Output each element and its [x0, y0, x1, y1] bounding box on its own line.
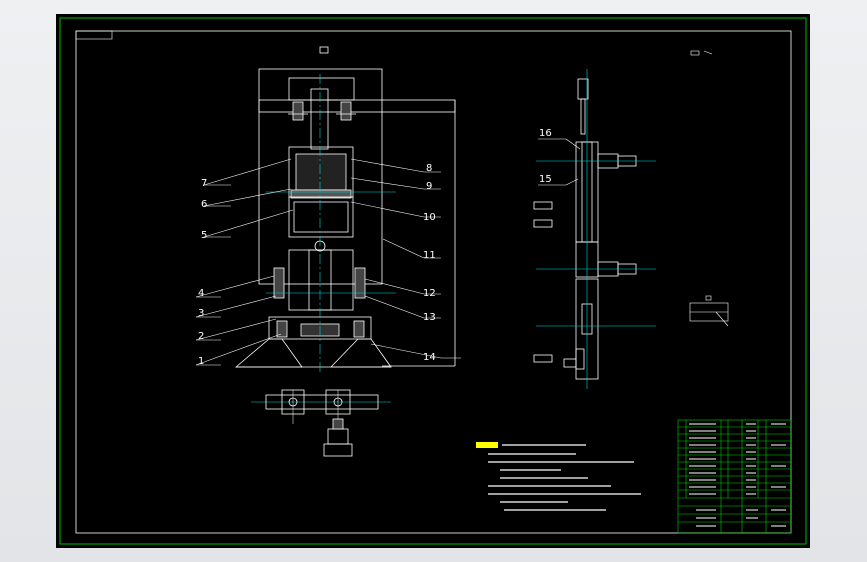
upper-right-bolt — [340, 101, 352, 121]
side-view — [533, 78, 637, 380]
view-marker-top — [319, 46, 329, 54]
part-label-4: 4 — [198, 288, 204, 299]
front-leaders — [195, 158, 461, 366]
central-rod — [310, 88, 329, 150]
part-label-9: 9 — [426, 181, 432, 192]
main-block — [288, 196, 354, 238]
drawing-svg: 7 6 5 4 3 2 1 8 9 10 11 12 13 14 15 16 — [59, 17, 807, 545]
fixture-top-plate — [258, 99, 456, 113]
detail-view — [689, 295, 729, 327]
fixture-outer-frame — [258, 68, 383, 285]
technical-notes — [476, 442, 641, 511]
side-centerlines — [536, 69, 656, 389]
lower-right-bolt — [354, 267, 366, 299]
part-label-11: 11 — [423, 250, 436, 261]
title-block-text-marks — [689, 423, 786, 527]
part-label-15: 15 — [539, 174, 552, 185]
outer-frame — [59, 17, 807, 545]
part-label-1: 1 — [198, 356, 204, 367]
part-label-3: 3 — [198, 308, 204, 319]
part-label-16: 16 — [539, 128, 552, 139]
part-label-12: 12 — [423, 288, 436, 299]
corner-tag-box — [75, 30, 113, 40]
top-housing — [288, 77, 355, 101]
front-centerlines — [266, 74, 396, 374]
part-label-5: 5 — [201, 230, 207, 241]
upper-left-bolt — [292, 101, 304, 121]
notes-title-mark — [476, 442, 498, 448]
inner-frame — [75, 30, 792, 534]
part-label-6: 6 — [201, 199, 207, 210]
lower-left-bolt — [273, 267, 285, 299]
title-block[interactable] — [677, 419, 792, 534]
part-label-8: 8 — [426, 163, 432, 174]
top-view — [251, 389, 391, 457]
part-label-10: 10 — [423, 212, 436, 223]
left-foot — [234, 338, 303, 368]
lower-column — [288, 249, 354, 311]
part-label-13: 13 — [423, 312, 436, 323]
part-label-14: 14 — [423, 352, 436, 363]
part-label-2: 2 — [198, 331, 204, 342]
part-number-labels: 7 6 5 4 3 2 1 8 9 10 11 12 13 14 15 16 — [198, 128, 552, 367]
drawing-canvas[interactable]: 7 6 5 4 3 2 1 8 9 10 11 12 13 14 15 16 — [56, 14, 810, 548]
header-mark — [690, 50, 713, 56]
side-leaders — [538, 138, 581, 186]
part-label-7: 7 — [201, 178, 207, 189]
right-foot — [330, 338, 392, 368]
